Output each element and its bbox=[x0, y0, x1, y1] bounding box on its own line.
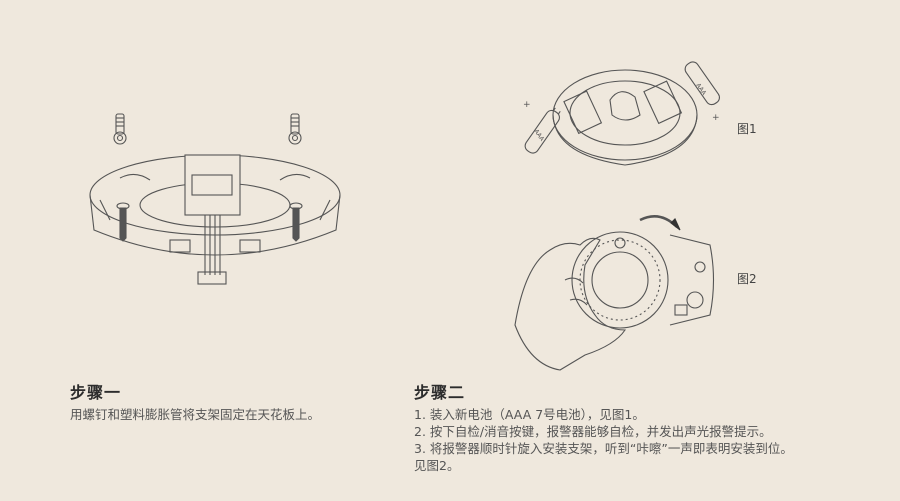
step-2-title: 步骤二 bbox=[414, 383, 466, 402]
step-1-title: 步骤一 bbox=[70, 383, 122, 402]
detector-back bbox=[552, 69, 698, 166]
screw-right bbox=[289, 202, 303, 242]
plastic-anchor-right bbox=[288, 113, 302, 145]
detector-front bbox=[571, 231, 669, 329]
mounted-bracket bbox=[669, 234, 715, 326]
screw-left bbox=[116, 202, 130, 242]
battery-right-label: AAA bbox=[694, 82, 708, 97]
battery-install-illustration: + AAA + AAA bbox=[500, 55, 730, 185]
step-2-line-3: 3. 将报警器顺时针旋入安装支架，听到“咔嚓”一声即表明安装到位。 bbox=[414, 441, 793, 456]
battery-left bbox=[524, 107, 561, 154]
bracket-illustration bbox=[80, 100, 350, 300]
detector-mount-illustration bbox=[505, 205, 730, 380]
hand bbox=[514, 237, 627, 371]
step-2-line-4: 见图2。 bbox=[414, 458, 460, 473]
step-2-line-2: 2. 按下自检/消音按键，报警器能够自检，并发出声光报警提示。 bbox=[414, 424, 772, 439]
step-1-description: 用螺钉和塑料膨胀管将支架固定在天花板上。 bbox=[70, 407, 321, 422]
rotation-arrow-icon bbox=[639, 215, 681, 231]
battery-right bbox=[684, 61, 720, 106]
figure-1-label: 图1 bbox=[737, 122, 757, 136]
mounting-bracket bbox=[89, 154, 341, 285]
plastic-anchor-left bbox=[113, 113, 127, 145]
step-2-description: 1. 装入新电池（AAA 7号电池），见图1。 2. 按下自检/消音按键，报警器… bbox=[414, 406, 864, 474]
svg-text:+: + bbox=[712, 113, 720, 123]
step-2-line-1: 1. 装入新电池（AAA 7号电池），见图1。 bbox=[414, 407, 645, 422]
svg-text:+: + bbox=[523, 100, 531, 110]
figure-2-label: 图2 bbox=[737, 272, 757, 286]
